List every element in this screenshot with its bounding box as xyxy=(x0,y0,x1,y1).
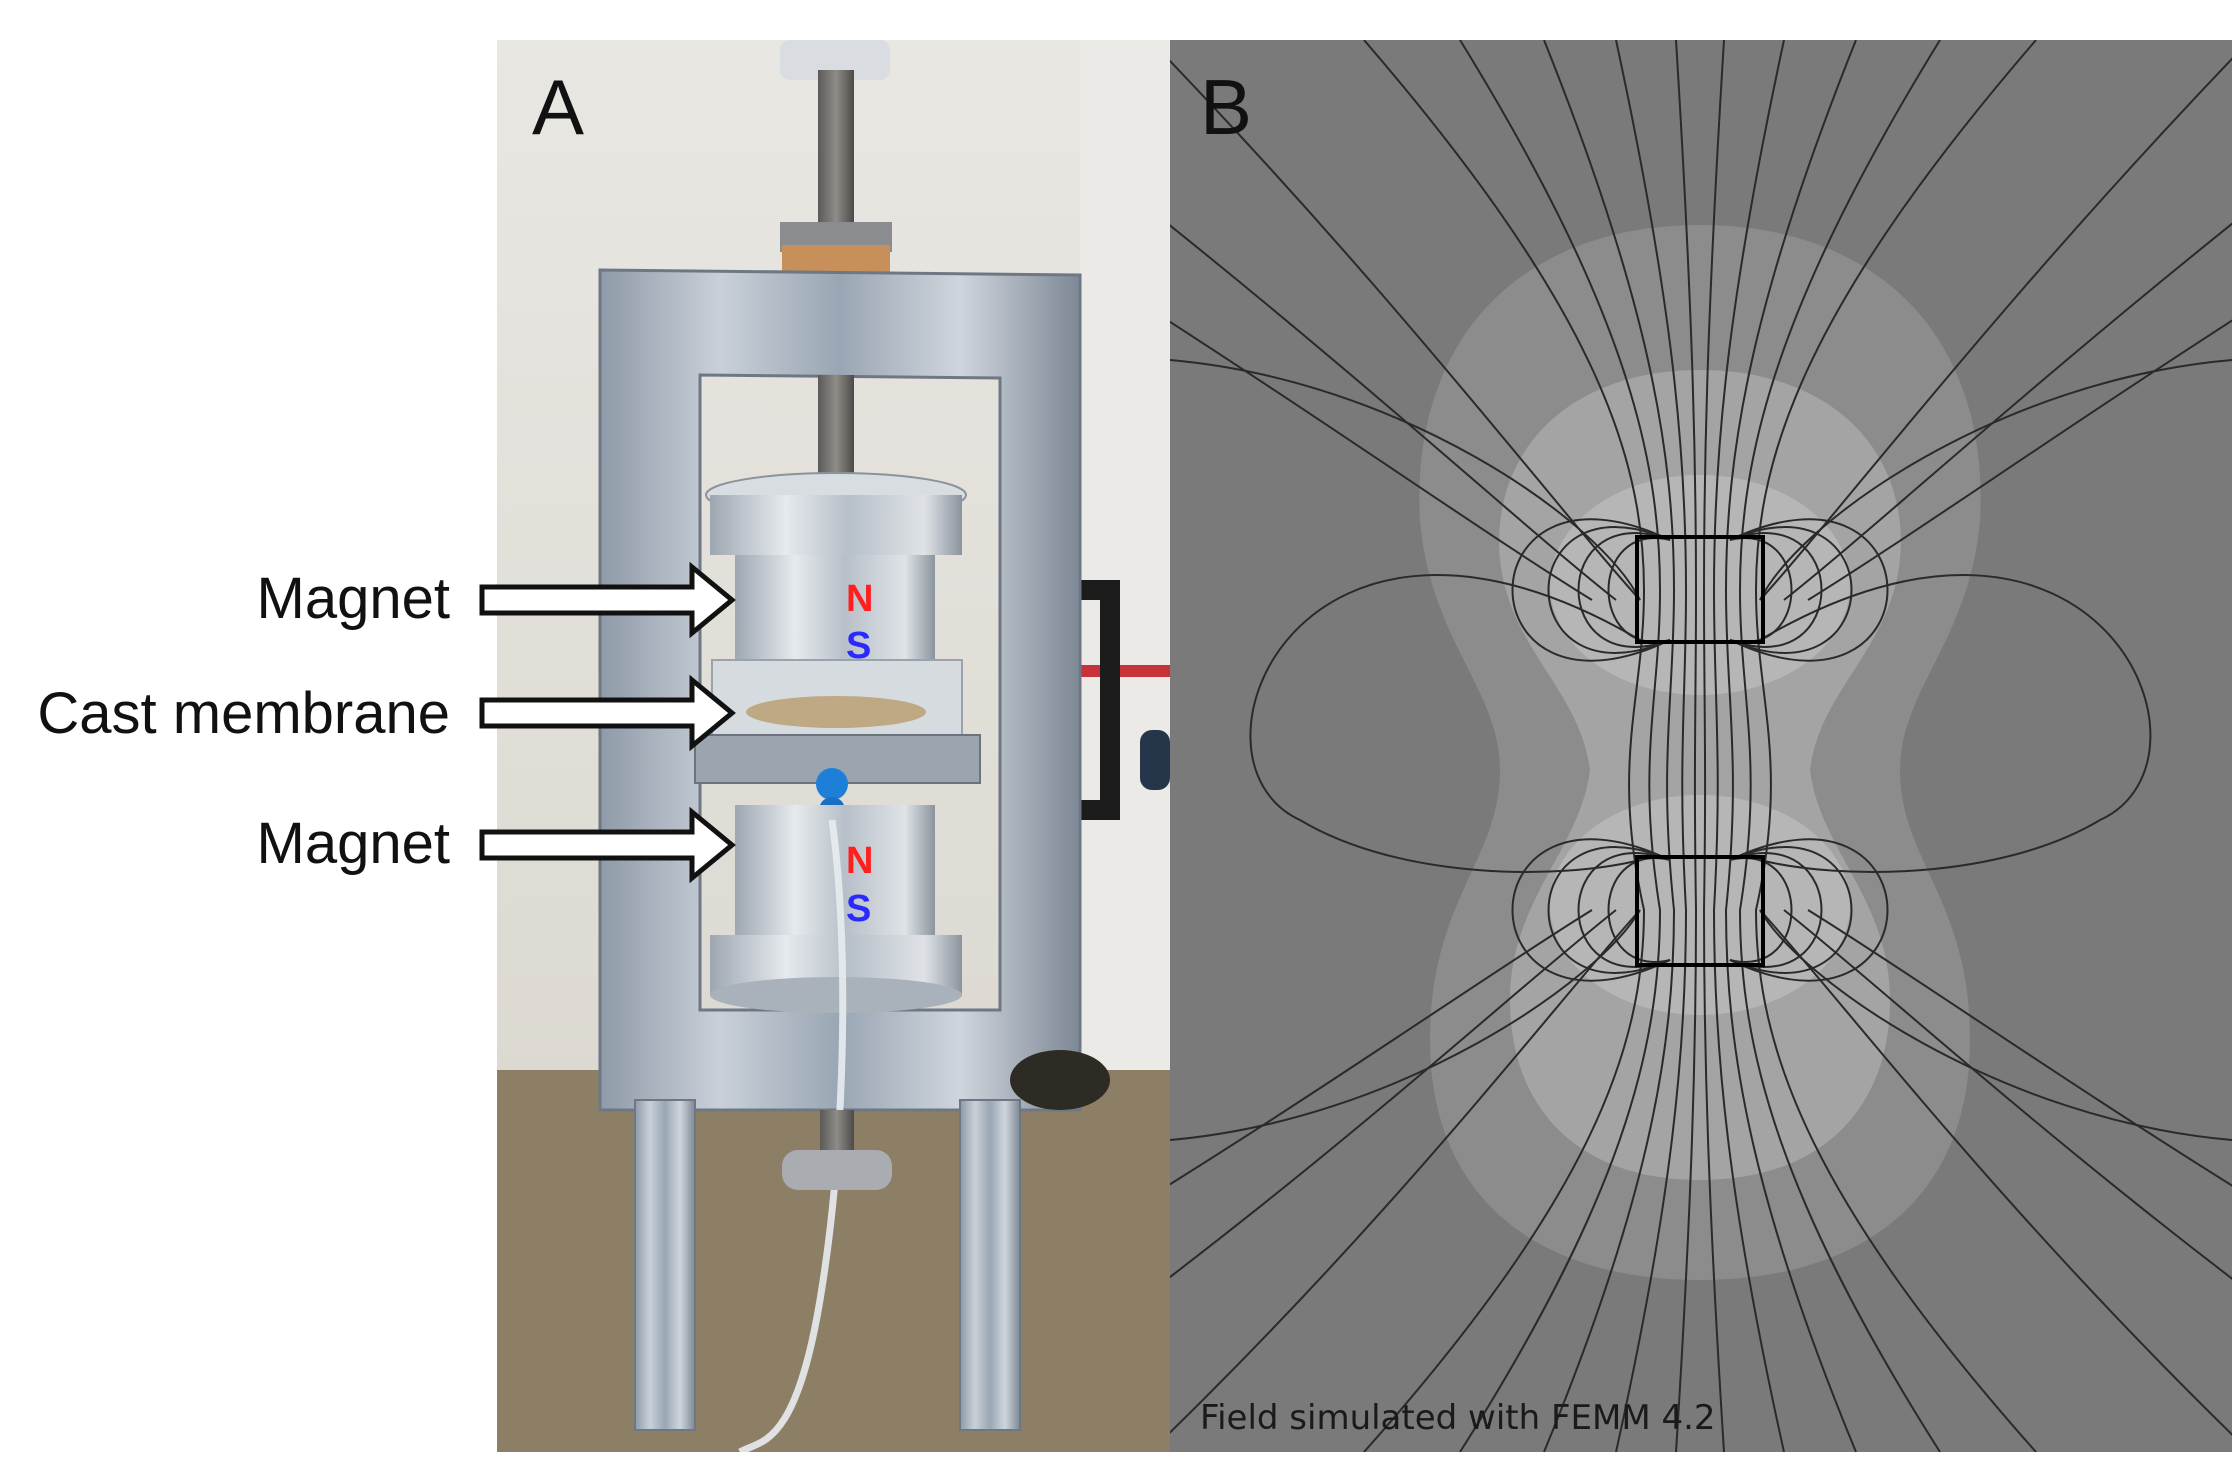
field-line-loop-left xyxy=(1577,852,1671,968)
callout-magnet-bottom: Magnet xyxy=(256,811,450,876)
pole-top-south: S xyxy=(846,625,872,667)
simulated-magnet-top xyxy=(1635,535,1765,644)
field-line-fan-bottom xyxy=(1170,909,1617,1279)
arrow-magnet-bottom xyxy=(479,806,736,884)
clear-tube xyxy=(738,819,847,1452)
field-line-outer-left xyxy=(1249,574,1641,873)
field-line-axial xyxy=(1754,40,2037,1452)
brass-bushing xyxy=(782,245,890,273)
field-line-far-left-top xyxy=(1170,359,1641,601)
field-line-axial xyxy=(1702,40,1725,1452)
top-magnet-body xyxy=(735,555,935,675)
field-line-fan-top xyxy=(1807,319,2232,601)
right-handle xyxy=(1070,580,1120,820)
field-line-loop-left xyxy=(1511,518,1671,662)
field-line-fan-top xyxy=(1170,320,1593,601)
field-line-fan-top xyxy=(1170,59,1641,601)
blue-connector xyxy=(1140,730,1170,790)
field-line-loop-right xyxy=(1729,838,1889,982)
cast-membrane-disc xyxy=(746,696,926,728)
callout-arrows xyxy=(479,561,736,884)
field-intensity-regions xyxy=(1419,225,1981,1280)
field-line-axial xyxy=(1724,40,1857,1452)
wall-panel xyxy=(1080,40,1170,1070)
field-line-axial xyxy=(1363,40,1646,1452)
pole-bottom-south: S xyxy=(846,888,872,930)
bottom-magnet-base xyxy=(710,977,962,1013)
callout-cast-membrane: Cast membrane xyxy=(37,681,450,746)
simulated-magnet-bottom xyxy=(1635,855,1765,967)
field-line-loop-left xyxy=(1607,857,1671,963)
lower-knob xyxy=(782,1150,892,1190)
field-line-loop-left xyxy=(1547,526,1671,654)
field-line-loop-right xyxy=(1729,532,1823,648)
field-line-axial xyxy=(1543,40,1676,1452)
field-line-axial xyxy=(1738,40,1941,1452)
field-region-lower-core xyxy=(1550,795,1850,1015)
pole-top-north: N xyxy=(846,578,874,620)
field-region-upper-core xyxy=(1550,475,1850,695)
field-line-far-left-bottom xyxy=(1170,909,1641,1141)
field-line-loop-left xyxy=(1511,838,1671,982)
pole-bottom-north: N xyxy=(846,840,874,882)
inner-threaded-rod xyxy=(818,375,854,485)
field-line-axial xyxy=(1712,40,1785,1452)
field-line-fan-top xyxy=(1783,222,2232,601)
field-line-axial xyxy=(1675,40,1698,1452)
field-line-loop-right xyxy=(1729,526,1853,654)
bench-hole xyxy=(1010,1050,1110,1110)
field-line-axial xyxy=(1615,40,1688,1452)
field-line-fan-top xyxy=(1170,224,1617,601)
left-foot xyxy=(634,1099,696,1431)
callout-magnet-top: Magnet xyxy=(256,566,450,631)
top-magnet-flange xyxy=(710,495,962,555)
field-line-loop-left xyxy=(1547,846,1671,974)
field-line-axial xyxy=(1459,40,1662,1452)
top-clear-cap xyxy=(780,40,890,80)
panel-label-a: A xyxy=(532,63,585,151)
field-line-loop-right xyxy=(1729,846,1853,974)
panel-label-b: B xyxy=(1200,63,1253,151)
field-line-far-right-top xyxy=(1759,359,2232,601)
field-line-loop-right xyxy=(1729,518,1889,662)
field-line-loop-left xyxy=(1577,532,1671,648)
field-line-fan-bottom xyxy=(1170,909,1593,1186)
field-line-loop-right xyxy=(1729,857,1793,963)
panel-b-simulation xyxy=(1170,40,2232,1452)
top-threaded-rod xyxy=(818,70,854,240)
field-line-outer-right xyxy=(1759,574,2152,873)
field-line-loop-right xyxy=(1729,852,1823,968)
field-line-fan-top xyxy=(1759,57,2232,601)
arrow-magnet-top xyxy=(479,561,736,639)
field-line-fan-bottom xyxy=(1783,909,2232,1280)
panel-a-photo xyxy=(497,40,1170,1452)
tube-fitting-top xyxy=(816,768,848,800)
field-line-far-right-bottom xyxy=(1759,909,2232,1141)
arrow-cast-membrane xyxy=(479,674,736,752)
right-foot xyxy=(959,1099,1021,1431)
simulation-note: Field simulated with FEMM 4.2 xyxy=(1200,1398,1716,1438)
field-lines xyxy=(1170,40,2232,1452)
field-line-fan-bottom xyxy=(1807,909,2232,1187)
